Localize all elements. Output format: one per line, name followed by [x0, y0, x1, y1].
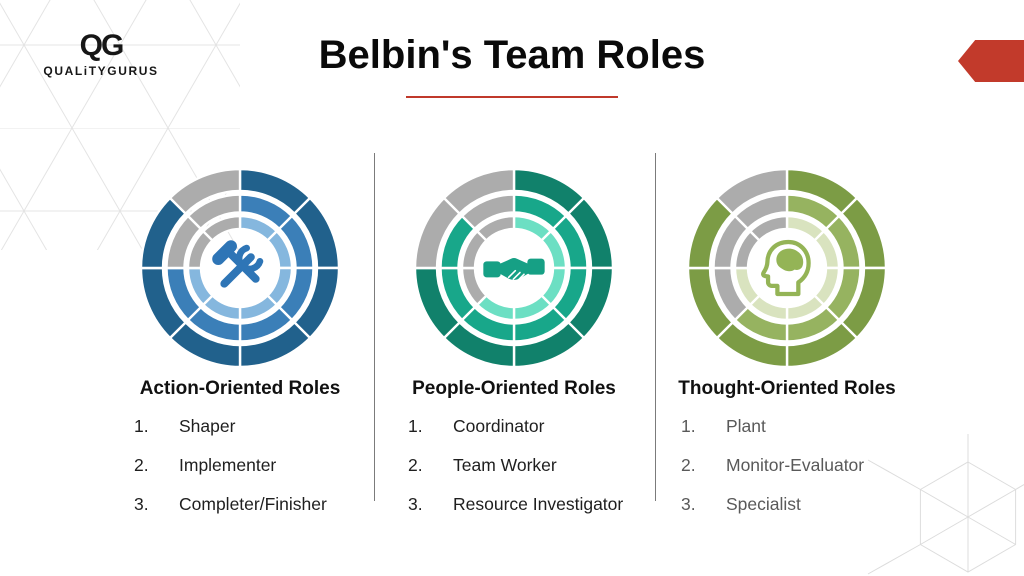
list-item-number: 1.	[134, 416, 149, 436]
list-item-label: Plant	[726, 416, 766, 436]
role-list: 1. Plant 2. Monitor-Evaluator 3. Specialist	[657, 416, 917, 515]
role-wheel-chart	[687, 168, 887, 368]
column-heading: Action-Oriented Roles	[139, 378, 341, 399]
logo-name: QUALiTYGURUS	[43, 64, 159, 78]
role-wheel	[414, 168, 614, 368]
role-column-people: People-Oriented Roles 1. Coordinator 2. Te…	[384, 168, 644, 533]
list-item: 2. Implementer	[134, 455, 370, 476]
list-item-label: Shaper	[179, 416, 236, 436]
list-item-label: Monitor-Evaluator	[726, 455, 865, 475]
list-item-label: Specialist	[726, 494, 801, 514]
list-item-number: 2.	[134, 455, 149, 475]
list-item-label: Coordinator	[453, 416, 545, 436]
list-item-number: 1.	[681, 416, 696, 436]
column-heading: Thought-Oriented Roles	[678, 378, 896, 399]
role-wheel	[687, 168, 887, 368]
list-item-label: Implementer	[179, 455, 277, 475]
page-title: Belbin's Team Roles	[318, 33, 706, 77]
list-item-label: Team Worker	[453, 455, 557, 475]
list-item: 3. Specialist	[681, 494, 917, 515]
list-item: 2. Monitor-Evaluator	[681, 455, 917, 476]
role-list: 1. Shaper 2. Implementer 3. Completer/Finis…	[110, 416, 370, 515]
list-item: 1. Plant	[681, 416, 917, 437]
list-item: 2. Team Worker	[408, 455, 644, 476]
role-wheel-chart	[414, 168, 614, 368]
role-wheel-chart	[140, 168, 340, 368]
role-column-action: Action-Oriented Roles 1. Shaper 2. Impleme…	[110, 168, 370, 533]
list-item-number: 1.	[408, 416, 423, 436]
column-divider	[655, 153, 656, 501]
list-item: 3. Completer/Finisher	[134, 494, 370, 515]
hammer-wrench-icon	[211, 239, 269, 297]
column-heading: People-Oriented Roles	[412, 378, 616, 399]
list-item-number: 2.	[408, 455, 423, 475]
handshake-icon	[482, 236, 546, 300]
role-wheel	[140, 168, 340, 368]
list-item-number: 3.	[408, 494, 423, 514]
list-item-label: Completer/Finisher	[179, 494, 327, 514]
list-item-label: Resource Investigator	[453, 494, 624, 514]
role-column-thought: Thought-Oriented Roles 1. Plant 2. Monitor…	[657, 168, 917, 533]
column-divider	[374, 153, 375, 501]
title-underline	[406, 96, 618, 98]
list-item: 1. Shaper	[134, 416, 370, 437]
logo-mark: QG	[79, 29, 125, 62]
role-list: 1. Coordinator 2. Team Worker 3. Resource I…	[384, 416, 644, 515]
list-item: 3. Resource Investigator	[408, 494, 644, 515]
list-item-number: 3.	[681, 494, 696, 514]
hexagon-mesh-decor	[867, 434, 1024, 575]
list-item-number: 2.	[681, 455, 696, 475]
list-item-number: 3.	[134, 494, 149, 514]
head-brain-icon	[755, 236, 819, 300]
list-item: 1. Coordinator	[408, 416, 644, 437]
qualitygurus-logo: QG QUALiTYGURUS	[38, 29, 164, 79]
